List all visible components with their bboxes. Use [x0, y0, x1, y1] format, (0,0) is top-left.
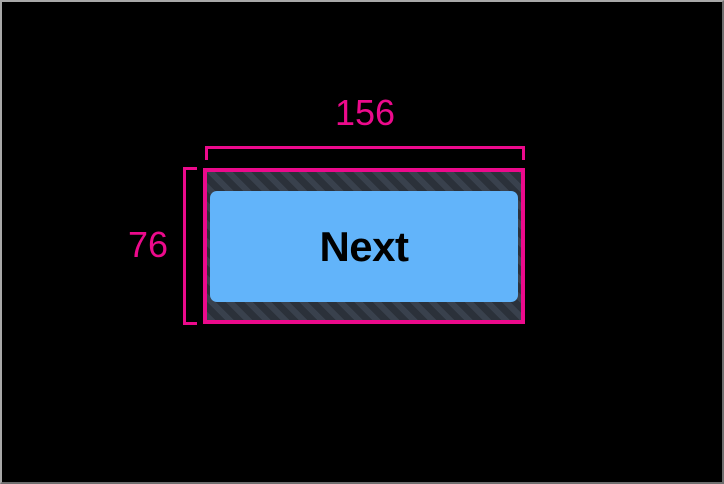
next-button[interactable]: Next: [210, 191, 518, 302]
element-bounds-highlight: [203, 168, 525, 324]
width-dimension-bracket: [205, 146, 525, 160]
width-dimension-label: 156: [334, 92, 396, 133]
next-button-label: Next: [319, 222, 409, 270]
height-dimension-label: 76: [127, 224, 168, 265]
height-dimension-bracket: [183, 167, 197, 325]
